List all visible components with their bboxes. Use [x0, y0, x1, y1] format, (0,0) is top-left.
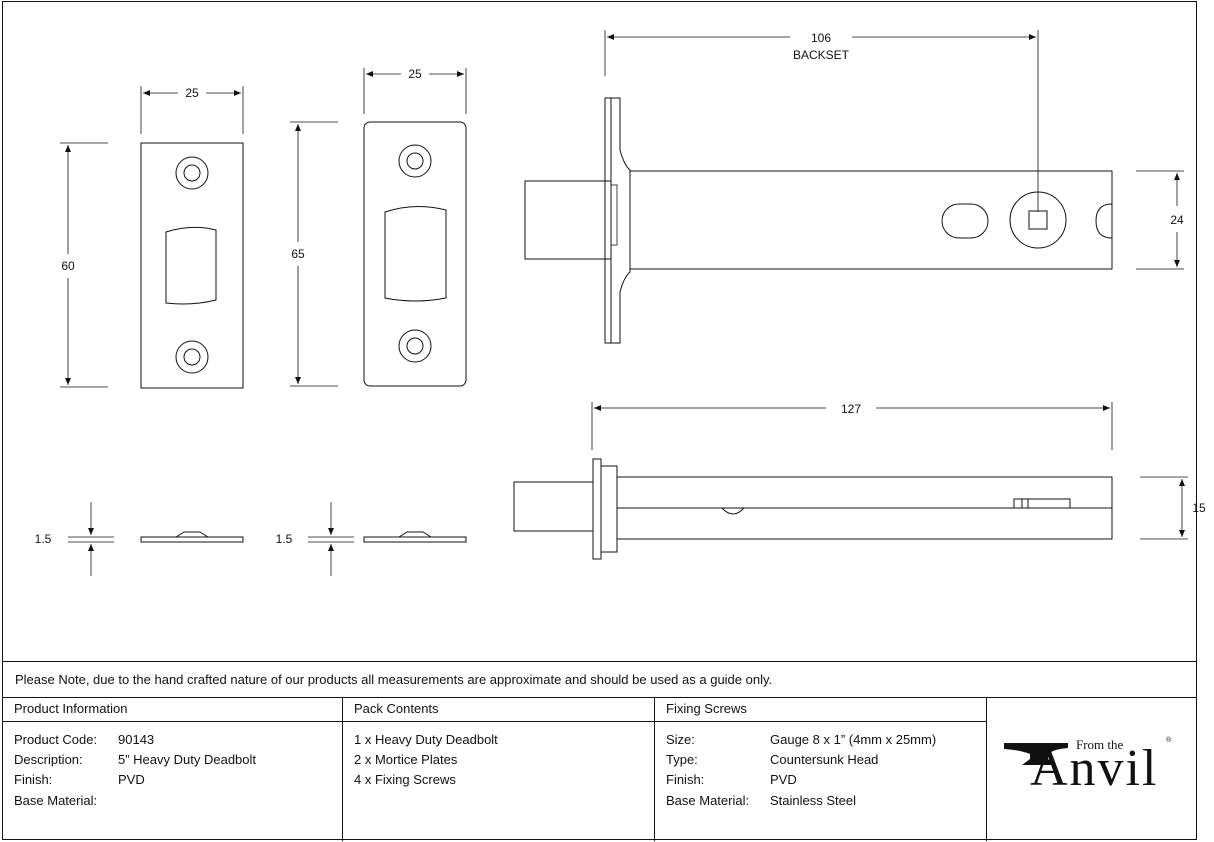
- registered-mark: ®: [1166, 737, 1172, 744]
- backset-dimension: 106 BACKSET: [604, 30, 1039, 212]
- product-code-label: Product Code:: [14, 732, 98, 747]
- mortice-plate-side: [363, 531, 467, 543]
- plate-height-dimension: 65: [290, 121, 338, 387]
- screw-finish-row: Finish: PVD: [666, 772, 797, 787]
- from-the-anvil-logo: From the Anvil ®: [1000, 731, 1180, 801]
- backset-caption: BACKSET: [793, 48, 850, 62]
- strike-width-label: 25: [185, 86, 199, 100]
- pack-item: 2 x Mortice Plates: [354, 752, 458, 767]
- strike-height-label: 60: [61, 259, 75, 273]
- case-depth-label: 15: [1192, 501, 1206, 515]
- strike-thickness-dimension: 1.5: [35, 502, 114, 576]
- pack-item: 4 x Fixing Screws: [354, 772, 456, 787]
- case-height-label: 24: [1170, 213, 1184, 227]
- pack-contents-heading: Pack Contents: [354, 701, 439, 716]
- info-panel: Please Note, due to the hand crafted nat…: [3, 661, 1197, 841]
- base-material-label: Base Material:: [14, 793, 98, 808]
- strike-height-dimension: 60: [60, 142, 108, 388]
- pack-contents-section: Pack Contents 1 x Heavy Duty Deadbolt 2 …: [343, 697, 655, 841]
- deadbolt-top-view: [524, 97, 1113, 344]
- product-code-row: Product Code: 90143: [14, 732, 154, 747]
- case-depth-dimension: 15: [1140, 476, 1206, 540]
- measurement-note: Please Note, due to the hand crafted nat…: [15, 672, 773, 687]
- screw-material-row: Base Material: Stainless Steel: [666, 793, 856, 808]
- anvil-icon: [1004, 743, 1068, 765]
- screw-finish-value: PVD: [770, 772, 797, 787]
- screw-type-value: Countersunk Head: [770, 752, 879, 767]
- case-height-dimension: 24: [1136, 170, 1184, 270]
- strike-plate-side: [140, 531, 244, 543]
- plate-width-label: 25: [408, 67, 422, 81]
- info-divider: [3, 697, 1197, 698]
- fixing-screws-heading: Fixing Screws: [666, 701, 747, 716]
- screw-type-row: Type: Countersunk Head: [666, 752, 878, 767]
- product-information-section: Product Information Product Code: 90143 D…: [3, 697, 343, 841]
- logo-wordmark: Anvil: [1030, 740, 1159, 797]
- deadbolt-side-view: [513, 458, 1113, 560]
- screw-finish-label: Finish:: [666, 772, 705, 787]
- finish-label: Finish:: [14, 772, 53, 787]
- strike-thickness-label: 1.5: [35, 532, 52, 546]
- base-material-row: Base Material:: [14, 793, 118, 808]
- finish-value: PVD: [118, 772, 145, 787]
- logo-from-text: From the: [1076, 737, 1124, 752]
- strike-width-dimension: 25: [140, 86, 244, 134]
- screw-size-row: Size: Gauge 8 x 1” (4mm x 25mm): [666, 732, 936, 747]
- finish-row: Finish: PVD: [14, 772, 145, 787]
- screw-material-value: Stainless Steel: [770, 793, 856, 808]
- plate-width-dimension: 25: [363, 67, 467, 114]
- plate-thickness-label: 1.5: [276, 532, 293, 546]
- screw-size-label: Size:: [666, 732, 695, 747]
- screw-material-label: Base Material:: [666, 793, 750, 808]
- plate-height-label: 65: [291, 247, 305, 261]
- overall-length-label: 127: [841, 402, 861, 416]
- pack-item: 1 x Heavy Duty Deadbolt: [354, 732, 498, 747]
- screw-size-value: Gauge 8 x 1” (4mm x 25mm): [770, 732, 937, 747]
- product-information-heading: Product Information: [14, 701, 128, 716]
- fixing-screws-section: Fixing Screws Size: Gauge 8 x 1” (4mm x 2…: [655, 697, 987, 841]
- description-row: Description: 5” Heavy Duty Deadbolt: [14, 752, 256, 767]
- screw-type-label: Type:: [666, 752, 698, 767]
- strike-plate-front: [140, 142, 244, 389]
- product-code-value: 90143: [118, 732, 155, 747]
- overall-length-dimension: 127: [591, 402, 1113, 450]
- description-label: Description:: [14, 752, 83, 767]
- description-value: 5” Heavy Duty Deadbolt: [118, 752, 257, 767]
- backset-value-label: 106: [811, 31, 831, 45]
- plate-thickness-dimension: 1.5: [276, 502, 354, 576]
- mortice-plate-front: [363, 121, 467, 387]
